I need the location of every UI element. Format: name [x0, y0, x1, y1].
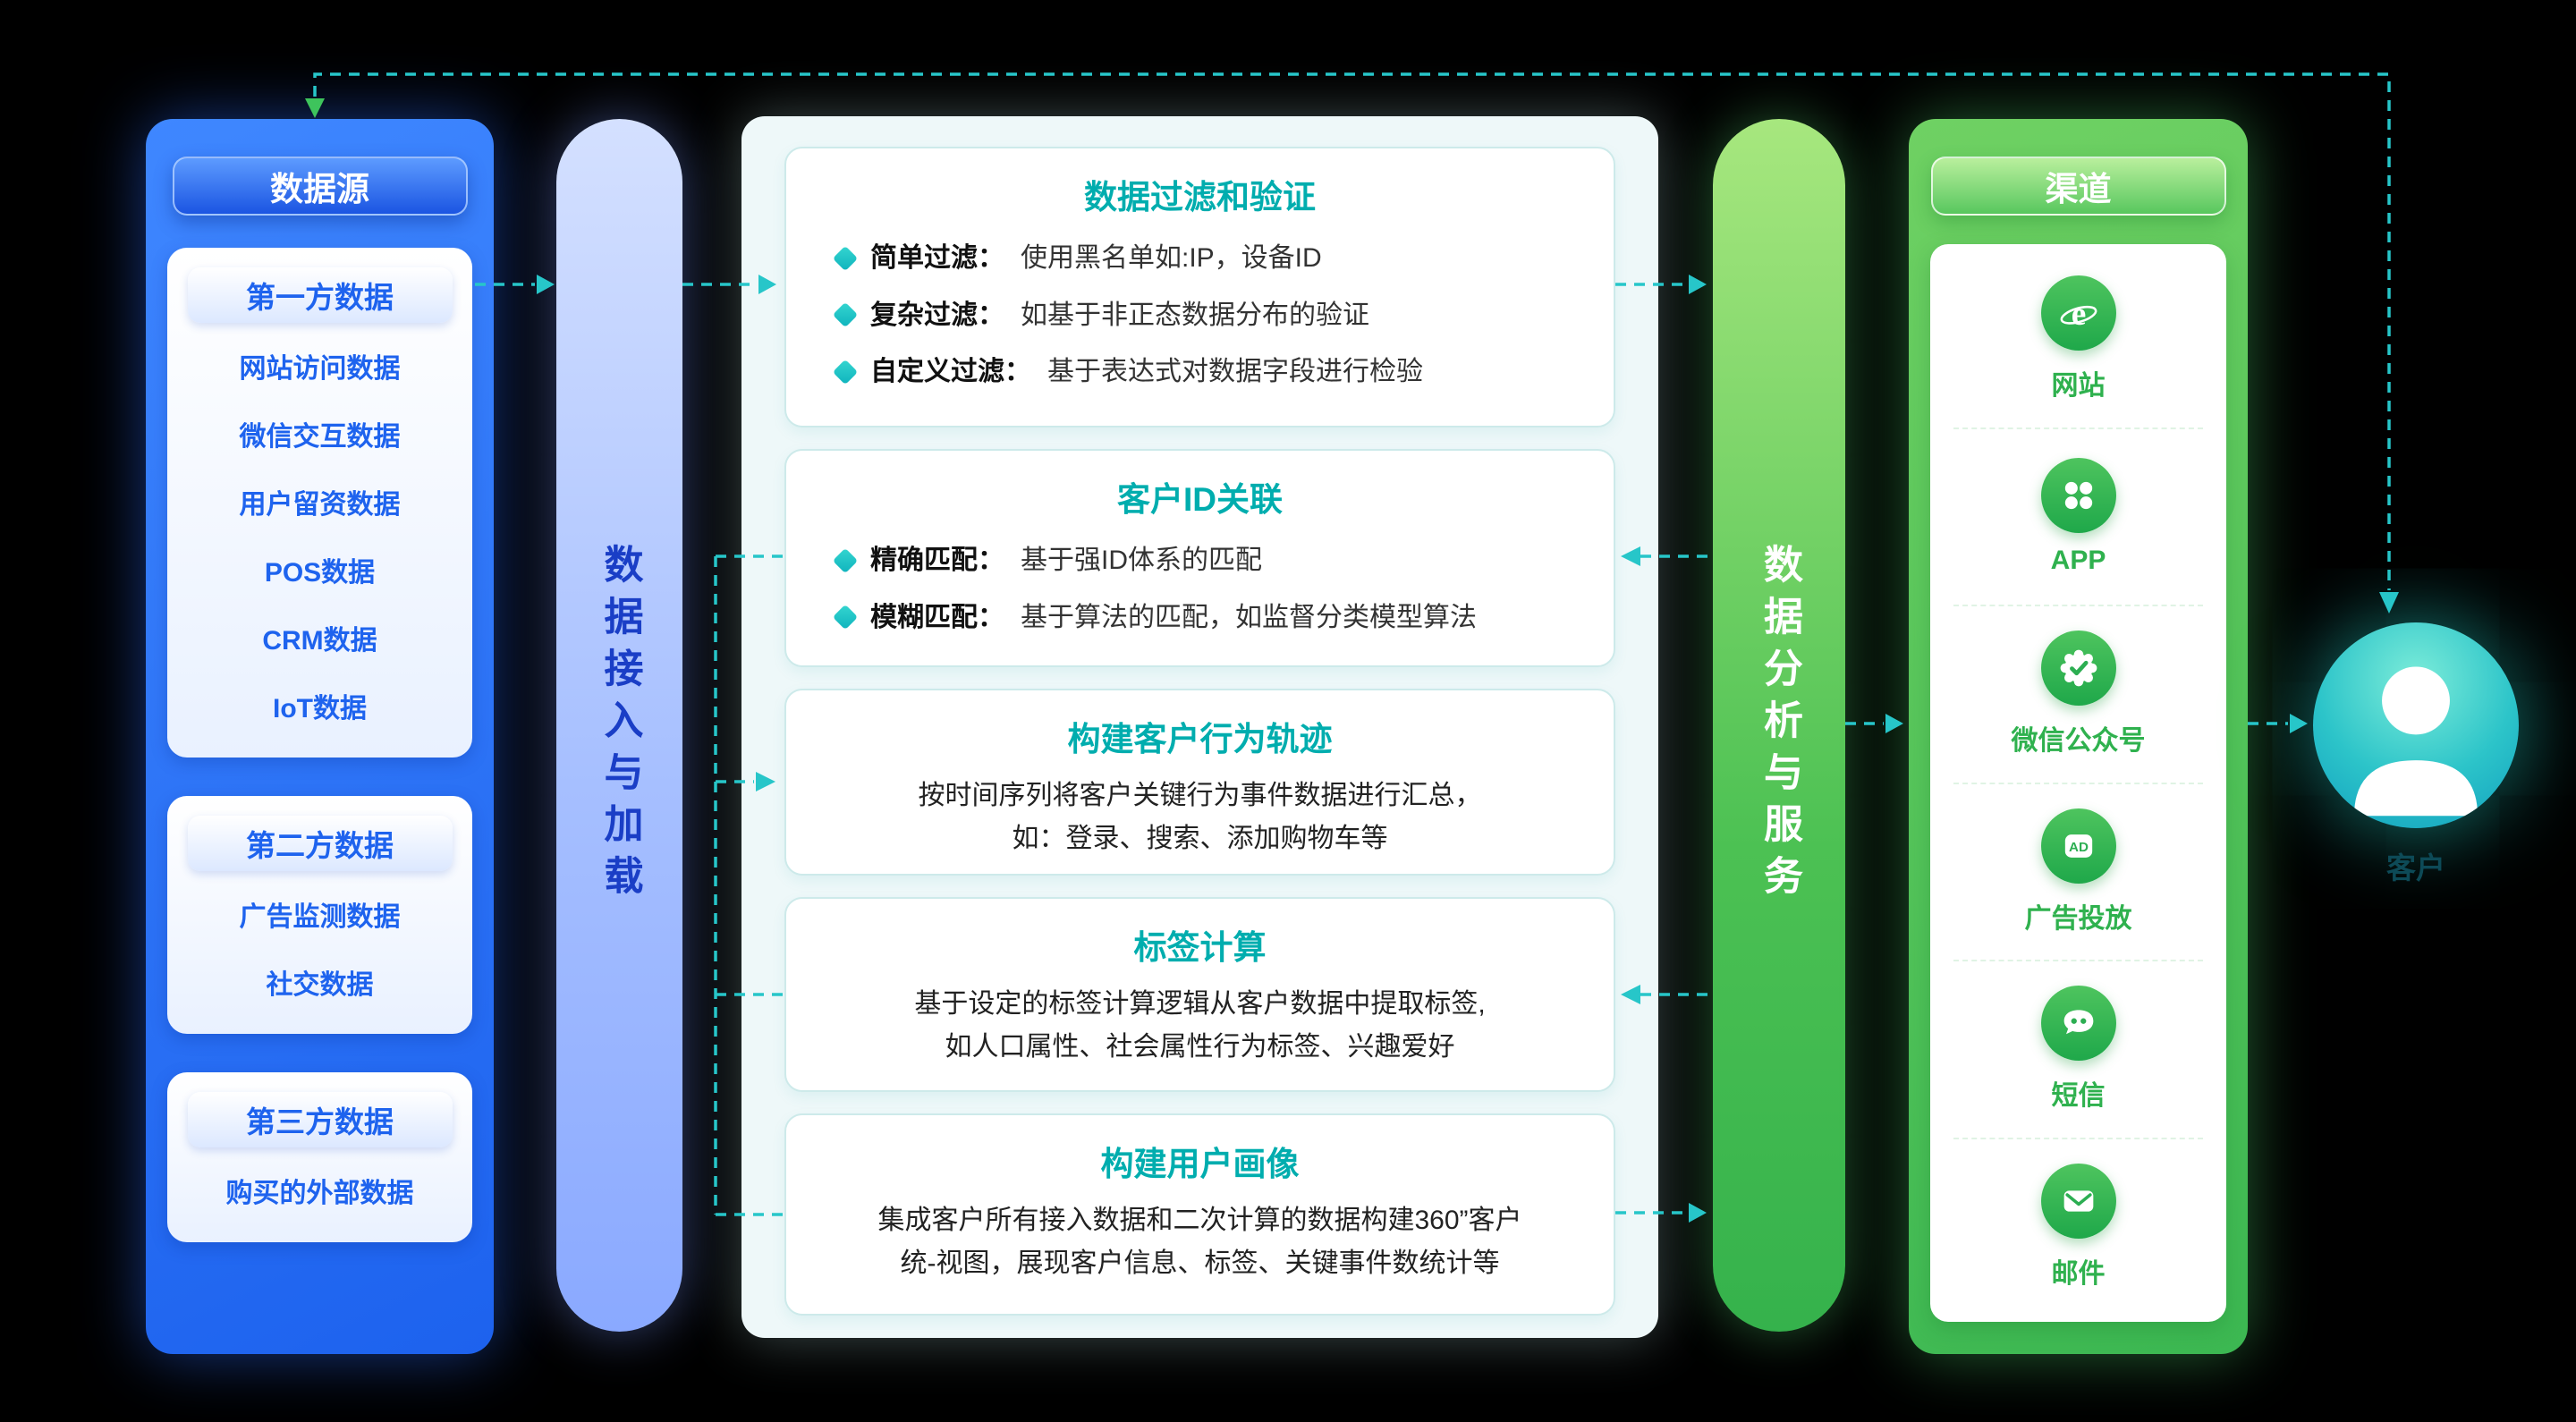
bullet-row: 简单过滤： 使用黑名单如:IP，设备ID — [832, 241, 1578, 275]
data-sources-panel: 数据源 第一方数据 网站访问数据 微信交互数据 用户留资数据 POS数据 CRM… — [146, 119, 494, 1354]
svg-text:AD: AD — [2069, 840, 2089, 855]
email-icon — [2040, 1163, 2116, 1239]
third-party-group: 第三方数据 购买的外部数据 — [167, 1072, 472, 1242]
bullet-label: 复杂过滤： — [870, 300, 1004, 330]
data-analysis-label: 数据分析与服务 — [1758, 544, 1801, 907]
bullet-label: 精确匹配： — [870, 546, 1004, 575]
channel-label: 邮件 — [2051, 1258, 2106, 1289]
first-party-title: 第一方数据 — [187, 267, 453, 323]
channel-label: 广告投放 — [2024, 903, 2132, 934]
filter-validation-card: 数据过滤和验证 简单过滤： 使用黑名单如:IP，设备ID 复杂过滤： 如基于非正… — [784, 147, 1615, 427]
sms-icon — [2040, 986, 2116, 1062]
channel-item-app: APP — [1953, 429, 2203, 606]
bullet-label: 自定义过滤： — [870, 357, 1031, 386]
bullet-text: 基于算法的匹配，如监督分类模型算法 — [1021, 602, 1477, 632]
bullet-text: 基于强ID体系的匹配 — [1021, 546, 1262, 575]
list-item: POS数据 — [264, 558, 376, 588]
second-party-group: 第二方数据 广告监测数据 社交数据 — [167, 796, 472, 1034]
card-title: 构建用户画像 — [1100, 1146, 1300, 1182]
channel-label: 微信公众号 — [2011, 726, 2146, 757]
processing-panel: 数据过滤和验证 简单过滤： 使用黑名单如:IP，设备ID 复杂过滤： 如基于非正… — [741, 116, 1658, 1338]
bullet-row: 精确匹配： 基于强ID体系的匹配 — [832, 544, 1578, 578]
channel-label: 网站 — [2051, 371, 2106, 402]
card-title: 数据过滤和验证 — [1084, 179, 1316, 216]
customer-avatar-icon — [2313, 622, 2519, 828]
card-body: 按时间序列将客户关键行为事件数据进行汇总， 如：登录、搜索、添加购物车等 — [918, 781, 1482, 853]
list-item: IoT数据 — [273, 694, 367, 724]
customer-label: 客户 — [2386, 851, 2445, 885]
third-party-title: 第三方数据 — [187, 1092, 453, 1147]
diamond-bullet-icon — [832, 605, 859, 631]
channel-item-email: 邮件 — [1953, 1139, 2203, 1316]
bullet-row: 模糊匹配： 基于算法的匹配，如监督分类模型算法 — [832, 601, 1578, 635]
diamond-bullet-icon — [832, 359, 859, 385]
ad-icon: AD — [2040, 808, 2116, 884]
second-party-title: 第二方数据 — [187, 816, 453, 871]
data-source-groups: 第一方数据 网站访问数据 微信交互数据 用户留资数据 POS数据 CRM数据 I… — [167, 248, 472, 1242]
card-title: 客户ID关联 — [1117, 481, 1283, 518]
data-analysis-pill: 数据分析与服务 — [1713, 119, 1845, 1332]
user-profile-card: 构建用户画像 集成客户所有接入数据和二次计算的数据构建360”客户 统-视图，展… — [784, 1113, 1615, 1316]
data-ingest-label: 数据接入与加载 — [597, 544, 642, 907]
bullet-row: 复杂过滤： 如基于非正态数据分布的验证 — [832, 299, 1578, 333]
list-item: 广告监测数据 — [239, 902, 401, 932]
wechat-official-icon — [2040, 631, 2116, 707]
list-item: 社交数据 — [266, 970, 374, 1000]
bullet-label: 简单过滤： — [870, 243, 1004, 273]
app-icon — [2040, 457, 2116, 533]
list-item: 网站访问数据 — [239, 354, 401, 384]
diamond-bullet-icon — [832, 547, 859, 573]
card-body: 基于设定的标签计算逻辑从客户数据中提取标签, 如人口属性、社会属性行为标签、兴趣… — [914, 989, 1486, 1062]
channel-label: APP — [2050, 545, 2106, 575]
channel-item-sms: 短信 — [1953, 961, 2203, 1139]
channel-item-wechat-official: 微信公众号 — [1953, 606, 2203, 784]
id-mapping-card: 客户ID关联 精确匹配： 基于强ID体系的匹配 模糊匹配： 基于算法的匹配，如监… — [784, 449, 1615, 667]
card-body: 集成客户所有接入数据和二次计算的数据构建360”客户 统-视图，展现客户信息、标… — [877, 1206, 1522, 1278]
bullet-text: 使用黑名单如:IP，设备ID — [1021, 243, 1322, 273]
channel-item-website: e 网站 — [1953, 251, 2203, 429]
channel-item-ads: AD 广告投放 — [1953, 784, 2203, 961]
channels-list: e 网站 APP — [1930, 244, 2226, 1322]
bullet-text: 基于表达式对数据字段进行检验 — [1047, 357, 1423, 386]
list-item: 用户留资数据 — [239, 490, 401, 520]
bullet-row: 自定义过滤： 基于表达式对数据字段进行检验 — [832, 355, 1578, 389]
channels-title: 渠道 — [1930, 157, 2226, 216]
tag-computation-card: 标签计算 基于设定的标签计算逻辑从客户数据中提取标签, 如人口属性、社会属性行为… — [784, 897, 1615, 1092]
diamond-bullet-icon — [832, 245, 859, 271]
svg-text:e: e — [2071, 296, 2086, 333]
card-title: 标签计算 — [1133, 929, 1267, 966]
data-sources-title: 数据源 — [172, 157, 468, 216]
list-item: 购买的外部数据 — [225, 1179, 414, 1208]
channel-label: 短信 — [2051, 1081, 2106, 1112]
customer-node: 客户 — [2313, 622, 2519, 887]
browser-icon: e — [2040, 275, 2116, 351]
channels-panel: 渠道 e 网站 APP — [1909, 119, 2248, 1354]
first-party-group: 第一方数据 网站访问数据 微信交互数据 用户留资数据 POS数据 CRM数据 I… — [167, 248, 472, 758]
data-ingest-pill: 数据接入与加载 — [556, 119, 682, 1332]
list-item: 微信交互数据 — [239, 422, 401, 452]
bullet-label: 模糊匹配： — [870, 602, 1004, 632]
card-title: 构建客户行为轨迹 — [1067, 721, 1333, 758]
list-item: CRM数据 — [262, 626, 377, 656]
bullet-text: 如基于非正态数据分布的验证 — [1021, 300, 1369, 330]
diamond-bullet-icon — [832, 302, 859, 328]
behavior-track-card: 构建客户行为轨迹 按时间序列将客户关键行为事件数据进行汇总， 如：登录、搜索、添… — [784, 689, 1615, 876]
